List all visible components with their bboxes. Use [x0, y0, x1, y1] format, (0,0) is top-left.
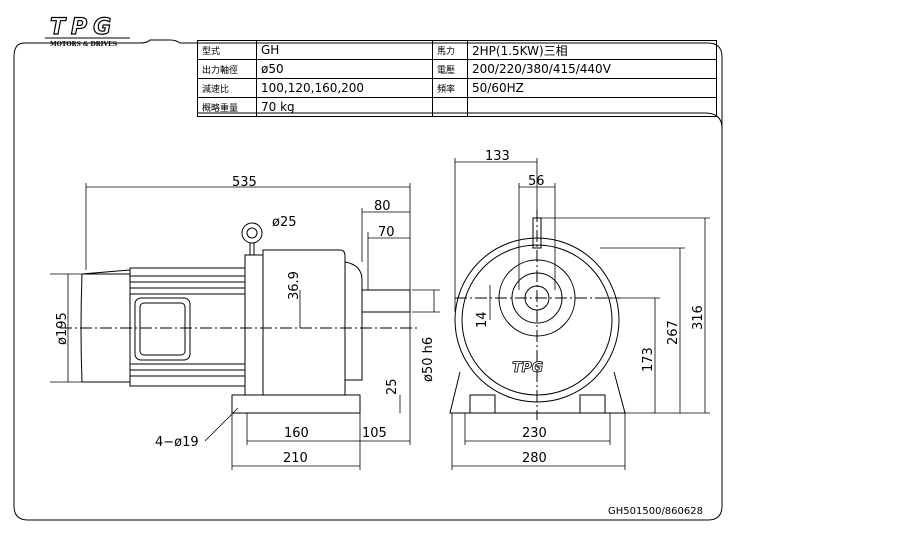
dim-height-316: 316	[691, 305, 706, 330]
dim-height-267: 267	[666, 320, 681, 345]
spec-row: 型式 GH 馬力 2HP(1.5KW)三相	[197, 40, 717, 60]
spec-label: 馬力	[432, 40, 468, 60]
front-tpg-logo: TPG	[512, 360, 543, 376]
dim-height-173: 173	[641, 347, 656, 372]
dim-foot-230: 230	[522, 426, 547, 441]
svg-text:TPG: TPG	[50, 15, 117, 40]
dim-width-133: 133	[485, 149, 510, 164]
spec-row: 概略重量 70 kg	[197, 97, 717, 117]
spec-label: 概略重量	[197, 97, 257, 117]
spec-value: 50/60HZ	[467, 78, 717, 98]
front-view	[449, 210, 626, 420]
dim-shaft-70: 70	[378, 225, 395, 240]
logo-subtitle: MOTORS & DRIVES	[50, 41, 117, 48]
dim-mount-holes: 4−ø19	[155, 435, 199, 450]
spec-label	[432, 97, 468, 117]
spec-row: 減速比 100,120,160,200 頻率 50/60HZ	[197, 78, 717, 98]
dim-overall-length: 535	[232, 175, 257, 190]
dim-foot-210: 210	[283, 451, 308, 466]
spec-table: 型式 GH 馬力 2HP(1.5KW)三相 出力軸徑 ø50 電壓 200/22…	[197, 40, 717, 117]
drawing-code: GH501500/860628	[608, 506, 703, 517]
spec-label: 型式	[197, 40, 257, 60]
spec-label: 電壓	[432, 59, 468, 79]
dim-shaft-offset: 36.9	[287, 271, 302, 300]
spec-label: 頻率	[432, 78, 468, 98]
dim-shaft-diameter: ø50 h6	[421, 337, 436, 382]
spec-value: 2HP(1.5KW)三相	[467, 40, 717, 60]
dim-foot-105: 105	[362, 426, 387, 441]
spec-label: 減速比	[197, 78, 257, 98]
dim-foot-160: 160	[284, 426, 309, 441]
spec-label: 出力軸徑	[197, 59, 257, 79]
spec-row: 出力軸徑 ø50 電壓 200/220/380/415/440V	[197, 59, 717, 79]
dim-foot-280: 280	[522, 451, 547, 466]
spec-value: 70 kg	[256, 97, 433, 117]
spec-value: ø50	[256, 59, 433, 79]
dim-width-56: 56	[528, 174, 545, 189]
dim-motor-diameter: ø195	[55, 312, 70, 345]
dim-base-height: 25	[385, 378, 400, 395]
tpg-logo: TPG MOTORS & DRIVES	[45, 14, 130, 48]
dim-shaft-80: 80	[374, 199, 391, 214]
dim-eyebolt: ø25	[272, 215, 297, 230]
drawing-frame	[13, 39, 723, 521]
side-view	[60, 222, 420, 414]
spec-value: 200/220/380/415/440V	[467, 59, 717, 79]
spec-value: GH	[256, 40, 433, 60]
dim-key-14: 14	[475, 311, 490, 328]
spec-value	[467, 97, 717, 117]
spec-value: 100,120,160,200	[256, 78, 433, 98]
